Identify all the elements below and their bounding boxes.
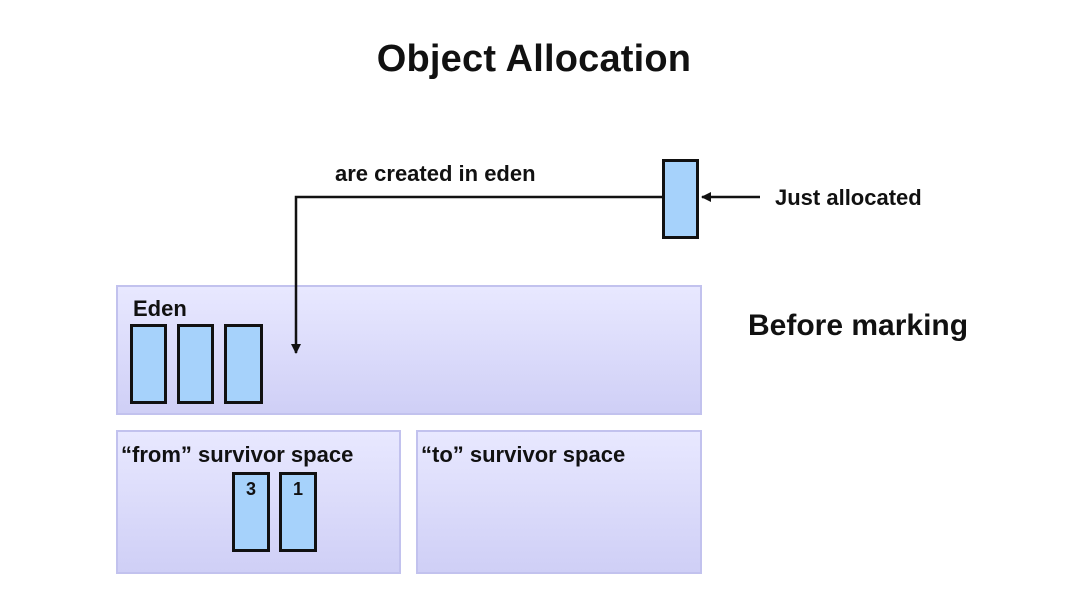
eden-object — [177, 324, 214, 404]
before-marking-label: Before marking — [748, 309, 969, 342]
just-allocated-object — [662, 159, 699, 239]
from-survivor-label: “from” survivor space — [121, 442, 354, 467]
to-survivor-label: “to” survivor space — [421, 442, 626, 467]
eden-label: Eden — [133, 296, 187, 321]
eden-object — [130, 324, 167, 404]
survivor-object-age: 1 — [279, 472, 317, 552]
just-allocated-label: Just allocated — [775, 185, 922, 210]
created-in-eden-label: are created in eden — [335, 161, 536, 186]
to-survivor-region — [416, 430, 702, 574]
eden-object — [224, 324, 263, 404]
diagram-title: Object Allocation — [376, 38, 692, 80]
survivor-object-age: 3 — [232, 472, 270, 552]
